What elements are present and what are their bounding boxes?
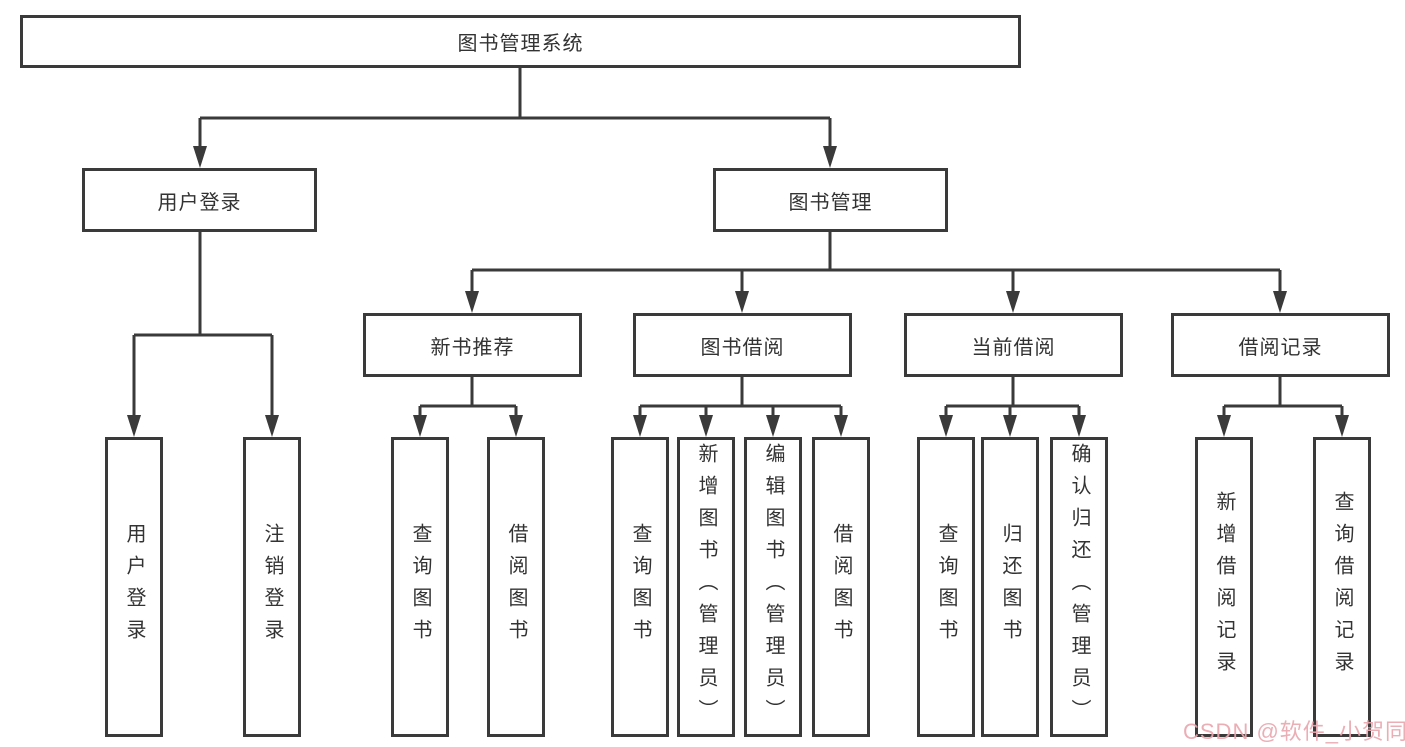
leaf-confirm-return-admin: 确认归还（管理员） [1050, 437, 1108, 737]
node-book-borrow: 图书借阅 [633, 313, 852, 377]
node-borrow-records-label: 借阅记录 [1238, 336, 1323, 359]
leaf-query-borrow-record: 查询借阅记录 [1313, 437, 1371, 737]
node-new-book-recommend: 新书推荐 [363, 313, 582, 377]
node-book-management-label: 图书管理 [788, 191, 873, 214]
leaf-borrow-books: 借阅图书 [812, 437, 870, 737]
node-new-book-recommend-label: 新书推荐 [430, 336, 515, 359]
leaf-edit-book-admin: 编辑图书（管理员） [744, 437, 802, 737]
node-current-borrow: 当前借阅 [904, 313, 1123, 377]
leaf-return-book: 归还图书 [981, 437, 1039, 737]
node-user-login: 用户登录 [82, 168, 317, 232]
leaf-add-book-admin: 新增图书（管理员） [677, 437, 735, 737]
node-book-management: 图书管理 [713, 168, 948, 232]
csdn-watermark: CSDN @软件_小贺同学 [1183, 719, 1405, 744]
node-borrow-records: 借阅记录 [1171, 313, 1390, 377]
node-root-label: 图书管理系统 [457, 33, 584, 55]
node-root: 图书管理系统 [20, 15, 1021, 68]
leaf-query-books-current: 查询图书 [917, 437, 975, 737]
node-book-borrow-label: 图书借阅 [700, 336, 785, 359]
leaf-query-books-borrow: 查询图书 [611, 437, 669, 737]
node-user-login-label: 用户登录 [157, 191, 242, 214]
leaf-add-borrow-record: 新增借阅记录 [1195, 437, 1253, 737]
leaf-logout: 注销登录 [243, 437, 301, 737]
node-current-borrow-label: 当前借阅 [971, 336, 1056, 359]
leaf-borrow-books-recommend: 借阅图书 [487, 437, 545, 737]
leaf-query-books-recommend: 查询图书 [391, 437, 449, 737]
leaf-user-login: 用户登录 [105, 437, 163, 737]
arrowhead-icons [127, 146, 1349, 437]
